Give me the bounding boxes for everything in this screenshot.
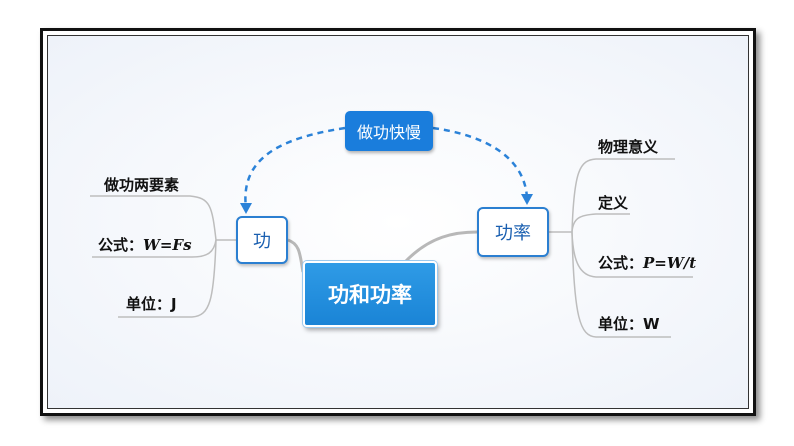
topic-work[interactable]: 功 [236,216,288,264]
connector-center-right [403,230,478,264]
left-item-2-formula: W=Fs [143,236,192,254]
connector-right-item-1 [571,158,675,233]
central-topic[interactable]: 功和功率 [303,261,437,327]
right-item-3-formula: P=W/t [643,254,697,272]
right-item-3[interactable]: 公式：P=W/t [598,252,696,273]
left-item-3[interactable]: 单位：J [126,295,177,313]
right-item-4[interactable]: 单位：W [598,315,660,333]
right-item-2[interactable]: 定义 [598,194,629,212]
connector-right-item-4 [571,231,671,338]
diagram-frame [40,28,756,416]
relation-label[interactable]: 做功快慢 [345,111,433,151]
connector-left-item-3 [118,239,217,318]
right-item-3-label: 公式： [598,254,644,272]
dashed-arrow-to-right [432,126,529,199]
topic-power[interactable]: 功率 [477,207,549,257]
connector-center-left [287,238,305,273]
arrowhead-right [521,194,533,205]
arrowhead-left [240,203,252,214]
left-item-1[interactable]: 做功两要素 [104,176,180,194]
right-item-1[interactable]: 物理意义 [598,138,659,156]
left-item-2[interactable]: 公式：W=Fs [98,234,192,255]
connector-right-item-2 [571,213,630,233]
dashed-arrow-to-left [244,126,346,209]
connector-left-item-1 [90,195,217,241]
left-item-2-label: 公式： [98,236,144,254]
diagram-canvas [47,35,749,409]
